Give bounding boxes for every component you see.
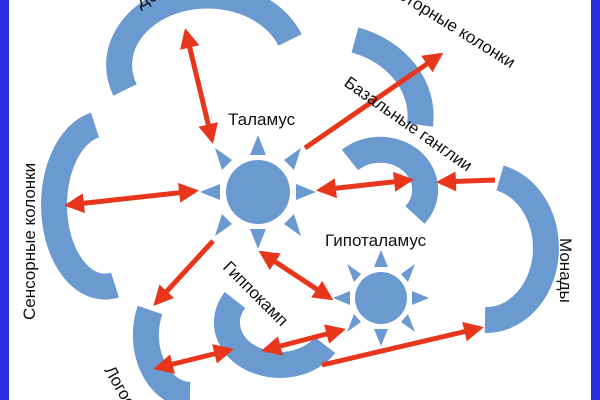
- bottom-arc-shape: [132, 305, 192, 400]
- hippocampus-arc: [213, 292, 336, 378]
- thalamus-sun-icon: [200, 135, 316, 249]
- hypothalamus-label: Гипоталамус: [325, 231, 427, 250]
- arrow-thalamus-hypothalamus: [258, 250, 334, 301]
- sensory-columns-label: Сенсорные колонки: [20, 163, 39, 320]
- arrow-thalamus-basal: [316, 171, 414, 199]
- arrow-thalamus-bottom: [153, 239, 215, 306]
- frame-right-border: [591, 0, 600, 400]
- arrow-thalamus-motor: [303, 52, 444, 151]
- arrow-hippocampus-hypothalamus: [261, 324, 346, 356]
- basal-ganglia-arc: [341, 136, 439, 224]
- top-arc-shape: [106, 0, 302, 96]
- arrow-top-thalamus: [180, 28, 218, 144]
- motor-columns-arc: [351, 27, 434, 127]
- arrow-sensory-thalamus: [64, 182, 199, 214]
- arrow-bottom-hippocampus: [153, 344, 234, 374]
- frame-left-border: [0, 0, 9, 400]
- sensory-columns-arc: [41, 112, 119, 300]
- bottom-arc-label: Логос: [101, 363, 140, 400]
- arrow-monads-basal: [436, 171, 496, 192]
- arrow-hypothalamus-monads: [321, 321, 484, 368]
- monads-label: Монады: [556, 238, 575, 303]
- monads-arc: [484, 165, 559, 334]
- hypothalamus-sun-icon: [333, 250, 429, 346]
- thalamus-label: Таламус: [228, 110, 296, 129]
